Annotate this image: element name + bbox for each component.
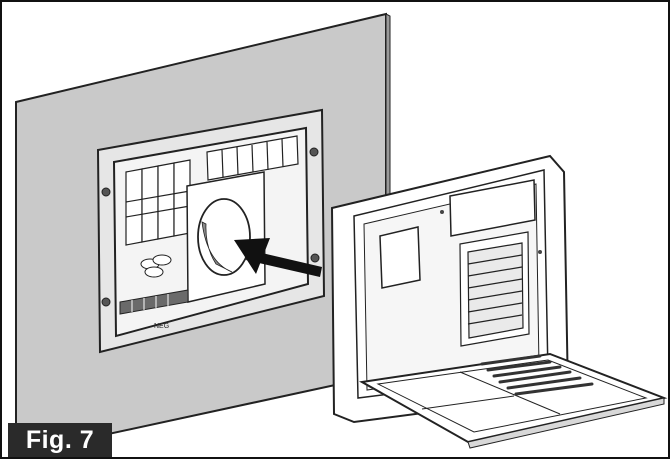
fan-shadow	[201, 221, 233, 273]
terminal-marking: NEG	[154, 323, 169, 330]
wiring-harness	[140, 254, 172, 278]
terminal-strip	[119, 289, 189, 315]
door-divider	[459, 371, 561, 415]
figure-label: Fig. 7	[8, 423, 112, 457]
left-window	[379, 226, 421, 289]
breaker-modules	[125, 159, 191, 246]
frame-screws	[440, 210, 542, 254]
top-components	[206, 135, 299, 181]
flange-screws	[101, 147, 320, 307]
vent-grille	[459, 231, 530, 347]
upper-compartment	[449, 179, 536, 237]
door-vent-slots	[480, 354, 594, 396]
fan-opening	[197, 198, 251, 276]
door-edge	[467, 397, 665, 449]
door-divider-2	[421, 395, 515, 410]
arrow-right-icon	[234, 238, 322, 277]
